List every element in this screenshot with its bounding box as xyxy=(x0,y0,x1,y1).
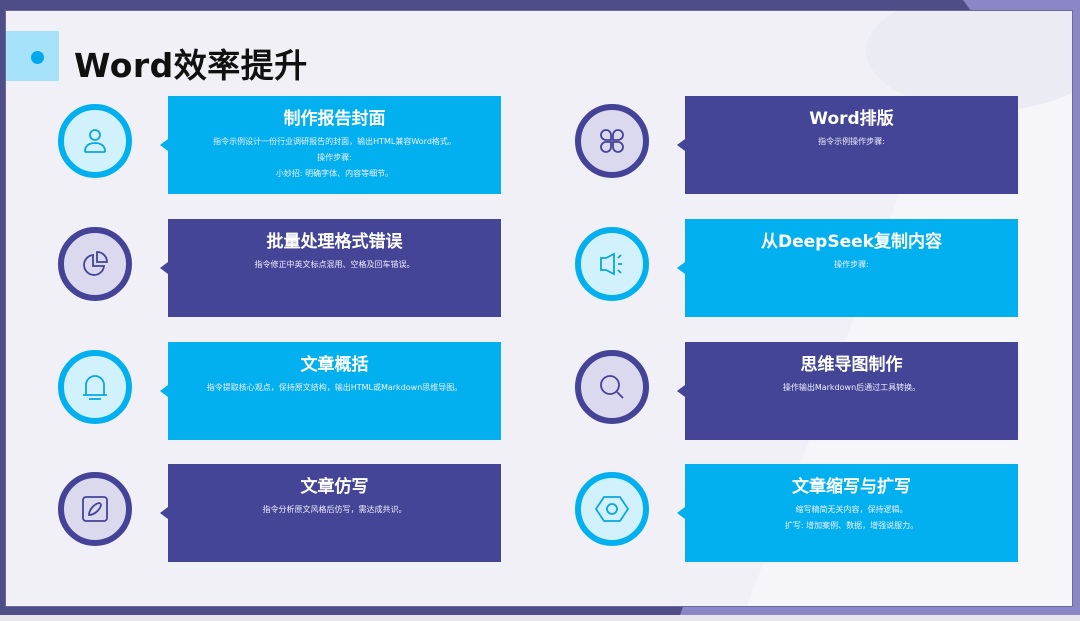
card-description: 指令提取核心观点，保持原文结构，输出HTML或Markdown思维导图。 xyxy=(168,380,501,396)
title-dot-icon xyxy=(31,51,44,64)
feature-card: Word排版 指令示例操作步骤: xyxy=(677,96,1018,194)
desc-line: 操作步骤: xyxy=(834,260,869,269)
card-description: 操作步骤: xyxy=(685,257,1018,273)
search-icon xyxy=(575,350,649,424)
feature-item-mindmap: 思维导图制作 操作输出Markdown后通过工具转换。 xyxy=(575,342,1035,442)
feature-item-abridge-expand: 文章缩写与扩写 缩写精简无关内容，保持逻辑。 扩写: 增加案例、数据，增强说服力… xyxy=(575,464,1035,564)
feature-card: 思维导图制作 操作输出Markdown后通过工具转换。 xyxy=(677,342,1018,440)
card-title: 文章概括 xyxy=(300,355,369,375)
feature-item-report-cover: 制作报告封面 指令示例设计一份行业调研报告的封面，输出HTML兼容Word格式。… xyxy=(58,96,518,196)
card-title: 文章缩写与扩写 xyxy=(792,477,911,497)
command-icon xyxy=(575,104,649,178)
desc-line: 扩写: 增加案例、数据，增强说服力。 xyxy=(784,521,919,530)
desc-line: 指令分析原文风格后仿写，需达成共识。 xyxy=(262,505,407,514)
card-description: 指令修正中英文标点混用、空格及回车错误。 xyxy=(168,257,501,273)
card-title: 文章仿写 xyxy=(300,477,369,497)
desc-line: 操作步骤: xyxy=(317,153,352,162)
feature-card: 文章概括 指令提取核心观点，保持原文结构，输出HTML或Markdown思维导图… xyxy=(160,342,501,440)
speaker-icon xyxy=(575,227,649,301)
slide: Word效率提升 制作报告封面 指令示例设计一份行业调研报告的封面，输出HTML… xyxy=(5,10,1073,607)
feature-item-word-layout: Word排版 指令示例操作步骤: xyxy=(575,96,1035,196)
feature-card: 从DeepSeek复制内容 操作步骤: xyxy=(677,219,1018,317)
desc-line: 指令示例设计一份行业调研报告的封面，输出HTML兼容Word格式。 xyxy=(213,137,456,146)
card-title: 思维导图制作 xyxy=(800,355,903,375)
feature-item-copy-deepseek: 从DeepSeek复制内容 操作步骤: xyxy=(575,219,1035,319)
desc-line: 指令修正中英文标点混用、空格及回车错误。 xyxy=(254,260,415,269)
card-title: 制作报告封面 xyxy=(283,109,386,129)
card-description: 指令示例设计一份行业调研报告的封面，输出HTML兼容Word格式。 操作步骤: … xyxy=(168,134,501,182)
feature-card: 制作报告封面 指令示例设计一份行业调研报告的封面，输出HTML兼容Word格式。… xyxy=(160,96,501,194)
feature-card: 批量处理格式错误 指令修正中英文标点混用、空格及回车错误。 xyxy=(160,219,501,317)
card-title: Word排版 xyxy=(809,109,894,129)
card-title: 从DeepSeek复制内容 xyxy=(761,232,942,252)
desc-line: 小妙招: 明确字体、内容等细节。 xyxy=(275,169,394,178)
edit-icon xyxy=(58,472,132,546)
feature-item-batch-format: 批量处理格式错误 指令修正中英文标点混用、空格及回车错误。 xyxy=(58,219,518,319)
feature-item-imitation: 文章仿写 指令分析原文风格后仿写，需达成共识。 xyxy=(58,464,518,564)
feature-card: 文章缩写与扩写 缩写精简无关内容，保持逻辑。 扩写: 增加案例、数据，增强说服力… xyxy=(677,464,1018,562)
desc-line: 缩写精简无关内容，保持逻辑。 xyxy=(795,505,908,514)
user-icon xyxy=(58,104,132,178)
card-description: 指令示例操作步骤: xyxy=(685,134,1018,150)
desc-line: 指令提取核心观点，保持原文结构，输出HTML或Markdown思维导图。 xyxy=(206,383,463,392)
card-description: 指令分析原文风格后仿写，需达成共识。 xyxy=(168,502,501,518)
card-description: 操作输出Markdown后通过工具转换。 xyxy=(685,380,1018,396)
hexagon-nut-icon xyxy=(575,472,649,546)
card-title: 批量处理格式错误 xyxy=(266,232,403,252)
page-title: Word效率提升 xyxy=(74,46,308,85)
desc-line: 指令示例操作步骤: xyxy=(818,137,885,146)
desc-line: 操作输出Markdown后通过工具转换。 xyxy=(782,383,921,392)
pie-chart-icon xyxy=(58,227,132,301)
bell-icon xyxy=(58,350,132,424)
card-description: 缩写精简无关内容，保持逻辑。 扩写: 增加案例、数据，增强说服力。 xyxy=(685,502,1018,534)
feature-card: 文章仿写 指令分析原文风格后仿写，需达成共识。 xyxy=(160,464,501,562)
feature-item-summary: 文章概括 指令提取核心观点，保持原文结构，输出HTML或Markdown思维导图… xyxy=(58,342,518,442)
